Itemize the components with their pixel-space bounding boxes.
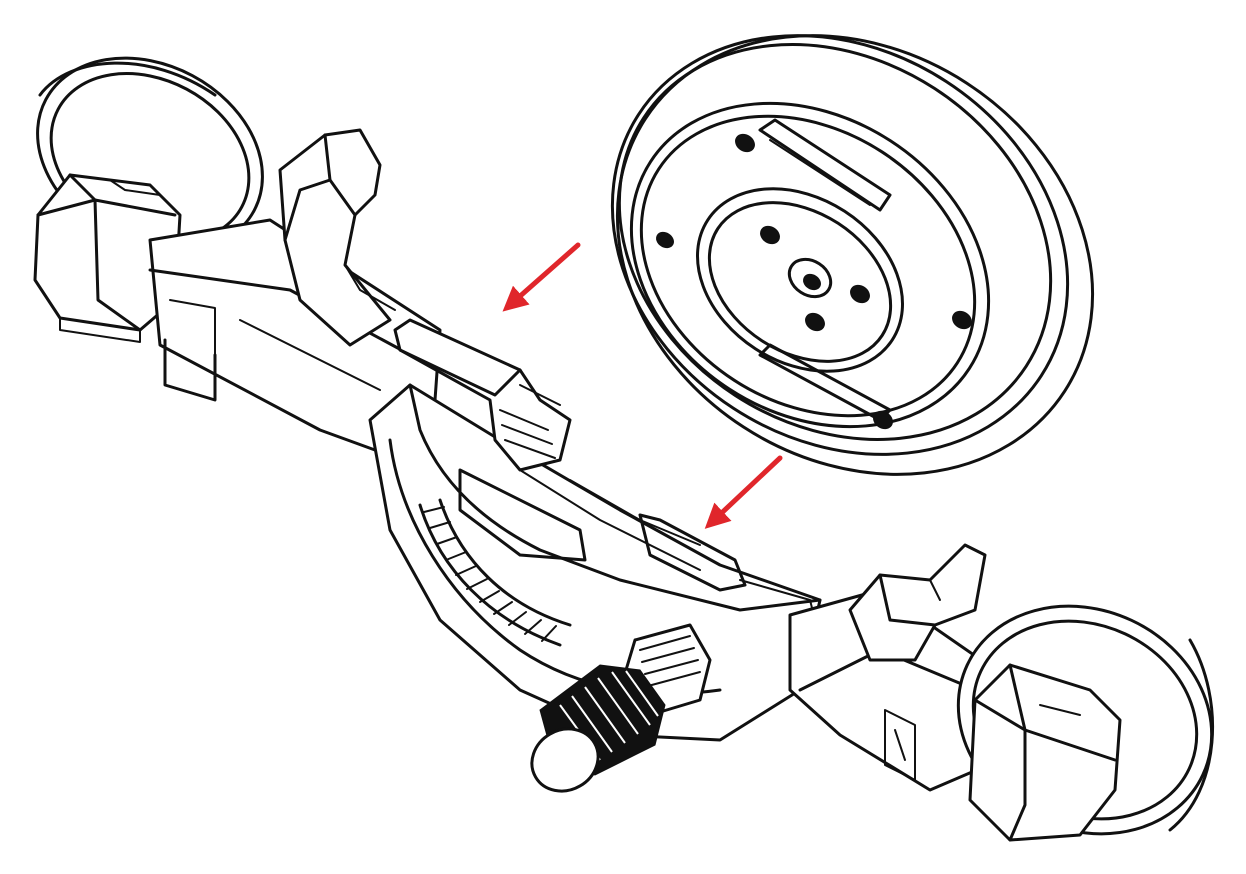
assembly-arrows — [502, 242, 783, 529]
left-cup-housing — [33, 173, 182, 343]
right-cup-housing — [968, 663, 1122, 842]
arrow-upper-icon — [502, 242, 581, 312]
adapter-plate — [610, 34, 1095, 476]
arrow-lower-icon — [704, 455, 783, 529]
mount-arm-body — [148, 128, 1012, 792]
plate-screw-holes — [656, 133, 972, 430]
ribbed-band-lines — [423, 506, 557, 642]
adjustment-knob — [530, 623, 712, 793]
